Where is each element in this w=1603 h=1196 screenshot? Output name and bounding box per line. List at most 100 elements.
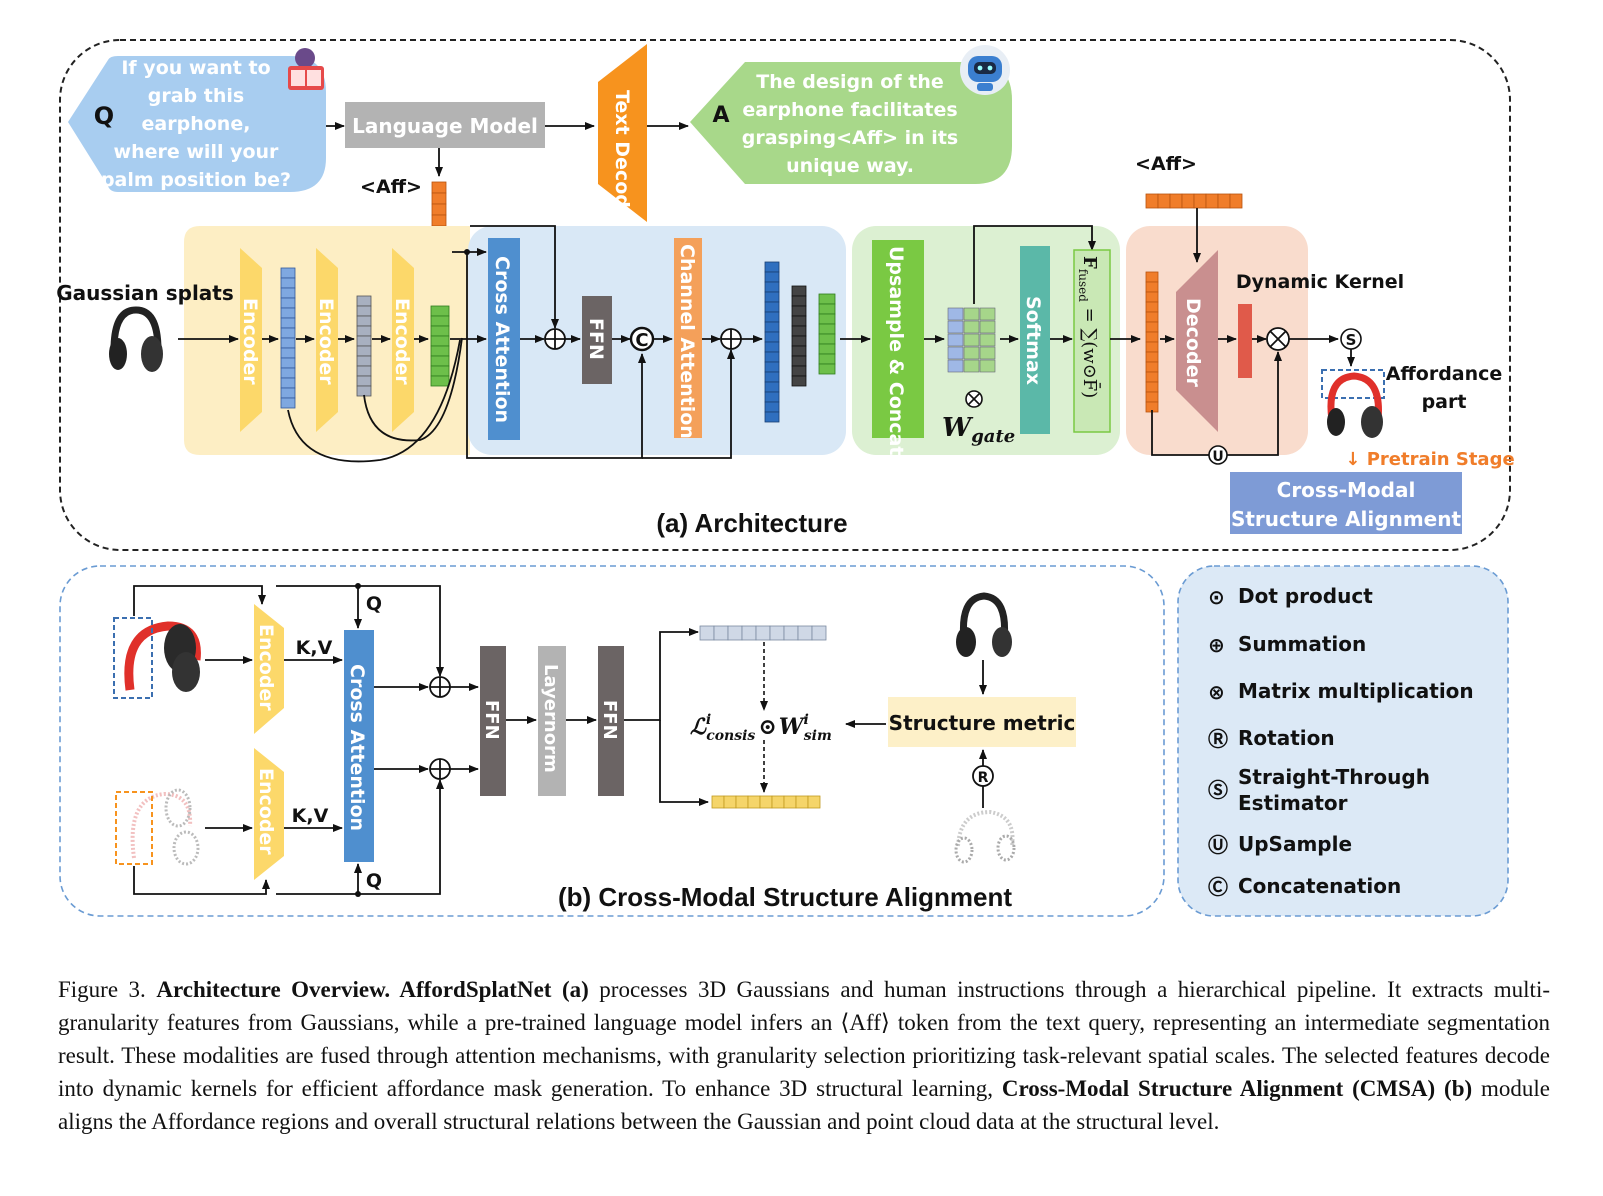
encoder-label: Encoder bbox=[255, 624, 277, 711]
feature-cell bbox=[1193, 193, 1207, 209]
part-b-cmsa: Encoder Encoder K,V K,V Q Q Cross Attent… bbox=[59, 565, 1165, 917]
part-b-title: (b) Cross-Modal Structure Alignment bbox=[558, 882, 1012, 912]
svg-text:C: C bbox=[635, 330, 648, 351]
feature-stack-blue bbox=[280, 267, 296, 409]
matrix-mult-op bbox=[1266, 327, 1290, 351]
feature-cell bbox=[430, 355, 450, 367]
feature-cell bbox=[280, 287, 296, 299]
language-model-box bbox=[345, 102, 545, 148]
kv-label: K,V bbox=[296, 637, 333, 659]
question-line: palm position be? bbox=[101, 169, 291, 191]
feature-cell bbox=[791, 325, 807, 337]
feature-cell bbox=[280, 357, 296, 369]
feature-cell bbox=[280, 307, 296, 319]
part-a-architecture: Q If you want to grab this earphone, whe… bbox=[56, 39, 1515, 551]
softmax-label: Softmax bbox=[1022, 296, 1044, 385]
feature-cell bbox=[431, 214, 447, 227]
gaussian-headphone-icon bbox=[113, 617, 201, 699]
cmsa-module-label: Cross-Modal bbox=[1277, 478, 1416, 502]
feature-cell bbox=[1157, 193, 1171, 209]
cross-attention-block bbox=[488, 238, 520, 440]
feature-cell bbox=[747, 795, 761, 809]
feature-cell bbox=[1145, 311, 1159, 323]
feature-cell bbox=[356, 345, 372, 357]
question-line: If you want to bbox=[121, 57, 270, 79]
question-line: where will your bbox=[114, 141, 280, 163]
feature-cell bbox=[1145, 391, 1159, 403]
decoder-label: Decoder bbox=[1182, 298, 1204, 387]
feature-cell bbox=[818, 323, 836, 335]
feature-cell bbox=[791, 365, 807, 377]
encoder-block bbox=[316, 248, 338, 432]
encoder-label: Encoder bbox=[255, 768, 277, 855]
feature-cell bbox=[1145, 341, 1159, 353]
feature-cell bbox=[430, 365, 450, 377]
feature-cell bbox=[356, 315, 372, 327]
caption-cmsa: Cross-Modal Structure Alignment (CMSA) (… bbox=[1001, 1076, 1473, 1101]
channel-attention-label: Channel Attention bbox=[676, 244, 698, 439]
feature-cell bbox=[764, 411, 780, 423]
feature-cell bbox=[280, 387, 296, 399]
feature-cell bbox=[1145, 371, 1159, 383]
legend-symbol: Ⓒ bbox=[1208, 875, 1228, 899]
svg-text:U: U bbox=[1212, 449, 1223, 465]
feature-cell bbox=[797, 625, 813, 641]
question-line: earphone, bbox=[142, 113, 251, 135]
legend-label: Summation bbox=[1238, 632, 1366, 656]
feature-cell bbox=[280, 317, 296, 329]
headphone-icon bbox=[956, 592, 1012, 657]
svg-text:R: R bbox=[978, 770, 989, 786]
caption-figure: Figure 3. bbox=[58, 977, 157, 1002]
feature-cell bbox=[764, 281, 780, 293]
grid-cell bbox=[947, 320, 964, 334]
gaussian-splats-label: Gaussian splats bbox=[56, 281, 234, 305]
w-gate-label: Wgate bbox=[942, 413, 1015, 447]
question-line: grab this bbox=[148, 85, 244, 107]
feature-cell bbox=[764, 321, 780, 333]
robot-icon bbox=[960, 45, 1010, 95]
fused-feature-block bbox=[1073, 249, 1111, 433]
feature-cell bbox=[791, 285, 807, 297]
cmsa-module-label: Structure Alignment bbox=[1231, 507, 1461, 531]
legend-symbol: ⊕ bbox=[1208, 633, 1225, 657]
grid-cell bbox=[979, 307, 996, 321]
feature-cell bbox=[818, 313, 836, 325]
feature-cell bbox=[356, 295, 372, 307]
feature-cell bbox=[791, 345, 807, 357]
summation-op bbox=[544, 328, 566, 350]
decoder-block bbox=[1176, 250, 1218, 432]
feature-cell bbox=[280, 377, 296, 389]
gate-weight-grid bbox=[947, 307, 996, 373]
structure-metric-box bbox=[888, 697, 1076, 747]
feature-cell bbox=[764, 351, 780, 363]
ffn-block bbox=[598, 646, 624, 796]
feature-cell bbox=[764, 311, 780, 323]
summation-op bbox=[429, 676, 451, 698]
dynamic-kernel-block bbox=[1238, 304, 1252, 378]
legend-symbol: Ⓢ bbox=[1208, 778, 1228, 802]
ffn-label: FFN bbox=[585, 318, 607, 360]
encoder-block bbox=[254, 748, 284, 880]
feature-cell bbox=[280, 347, 296, 359]
encoder-label: Encoder bbox=[315, 298, 337, 385]
pointcloud-headphone-icon bbox=[954, 809, 1016, 864]
encoder-block bbox=[392, 248, 414, 432]
ffn-label: FFN bbox=[599, 700, 620, 740]
feature-cell bbox=[811, 625, 827, 641]
fused-feature-label: Ffused = ∑(w⊙F̄) bbox=[1076, 256, 1102, 398]
feature-cell bbox=[735, 795, 749, 809]
feature-cell bbox=[356, 355, 372, 367]
caption-title: Architecture Overview. AffordSplatNet (a… bbox=[156, 977, 589, 1002]
text-decode-block bbox=[598, 44, 647, 222]
svg-text:S: S bbox=[1346, 331, 1357, 349]
feature-cell bbox=[280, 297, 296, 309]
feature-cell bbox=[764, 261, 780, 273]
upsample-concat-block bbox=[872, 240, 924, 438]
cmsa-module-box bbox=[1230, 472, 1462, 534]
answer-tag: A bbox=[712, 103, 729, 128]
ffn-block bbox=[582, 296, 612, 384]
aff-token-label: <Aff> bbox=[360, 176, 422, 198]
feature-cell bbox=[764, 331, 780, 343]
gaussian-feature-bar bbox=[699, 625, 827, 641]
grid-cell bbox=[947, 307, 964, 321]
